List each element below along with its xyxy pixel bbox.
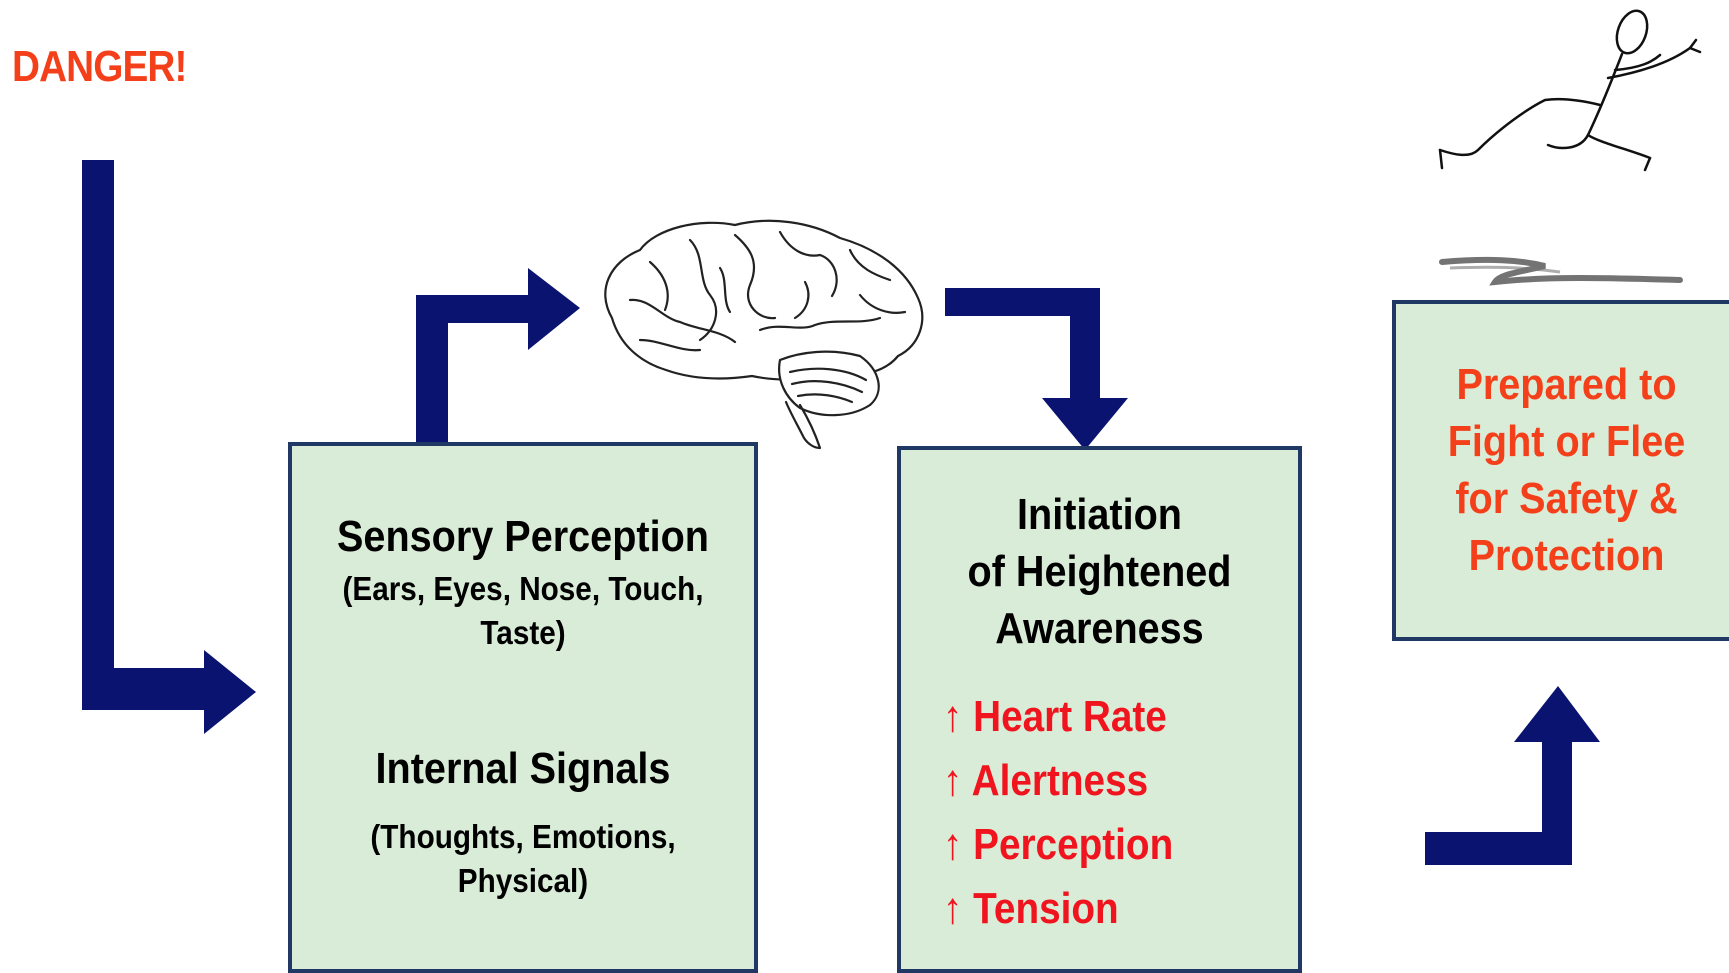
arrow-brain-to-awareness	[945, 288, 1128, 450]
awareness-heading-line3: Awareness	[995, 604, 1204, 653]
sensory-perception-heading: Sensory Perception	[337, 512, 709, 561]
running-stick-figure-icon	[1438, 9, 1702, 172]
outcome-line4: Protection	[1468, 531, 1665, 580]
internal-signals-heading: Internal Signals	[375, 744, 671, 793]
arrow-danger-to-perception	[82, 160, 256, 734]
heightened-awareness-box: Initiation of Heightened Awareness ↑ Hea…	[897, 446, 1302, 973]
perception-item: ↑ Perception	[943, 820, 1173, 870]
sensory-perception-detail-line1: (Ears, Eyes, Nose, Touch,	[342, 570, 704, 607]
arrow-awareness-to-outcome	[1425, 686, 1600, 865]
heart-rate-item: ↑ Heart Rate	[943, 692, 1167, 742]
fight-or-flee-box: Prepared to Fight or Flee for Safety & P…	[1392, 300, 1729, 641]
arrow-perception-to-brain	[416, 268, 580, 450]
motion-streaks	[1439, 256, 1683, 286]
awareness-heading-line2: of Heightened	[967, 547, 1232, 596]
sensory-internal-box: Sensory Perception (Ears, Eyes, Nose, To…	[288, 442, 758, 973]
sensory-perception-detail-line2: Taste)	[480, 614, 566, 651]
danger-title: DANGER!	[12, 42, 187, 91]
alertness-label: Alertness	[971, 756, 1149, 805]
alertness-item: ↑ Alertness	[943, 756, 1148, 806]
outcome-line3: for Safety &	[1455, 474, 1678, 523]
internal-signals-detail-line1: (Thoughts, Emotions,	[370, 818, 676, 855]
heart-rate-label: Heart Rate	[973, 692, 1167, 741]
internal-signals-detail-line2: Physical)	[457, 862, 589, 899]
up-arrow-icon: ↑	[943, 820, 963, 869]
awareness-heading-line1: Initiation	[1017, 490, 1182, 539]
tension-item: ↑ Tension	[943, 884, 1119, 934]
up-arrow-icon: ↑	[943, 884, 963, 933]
tension-label: Tension	[973, 884, 1119, 933]
outcome-line2: Fight or Flee	[1447, 417, 1686, 466]
up-arrow-icon: ↑	[943, 692, 963, 741]
perception-label: Perception	[973, 820, 1174, 869]
brain-icon	[604, 219, 924, 450]
outcome-line1: Prepared to	[1456, 360, 1677, 409]
up-arrow-icon: ↑	[943, 756, 963, 805]
